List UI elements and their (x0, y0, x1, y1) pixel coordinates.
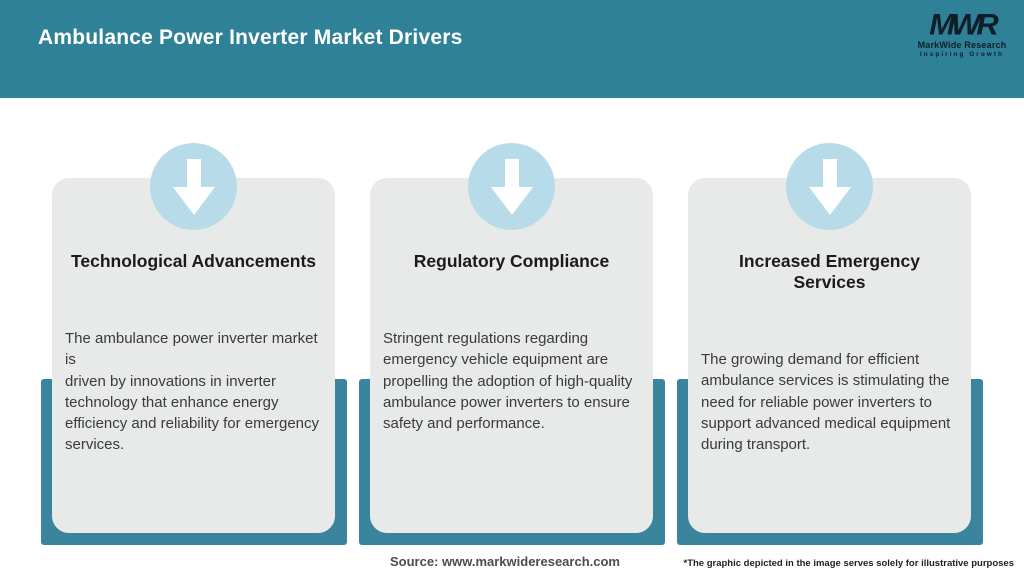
driver-card-increased-emergency-services: Increased Emergency Services The growing… (688, 178, 971, 533)
disclaimer-text: *The graphic depicted in the image serve… (683, 558, 1015, 569)
header-bar: Ambulance Power Inverter Market Drivers … (0, 0, 1024, 98)
down-arrow-glyph (490, 158, 533, 215)
logo-tagline: Inspiring Growth (920, 51, 1004, 58)
mwr-monogram-icon: MWR (929, 7, 998, 42)
card-title: Regulatory Compliance (413, 251, 610, 271)
logo-name: MarkWide Research (917, 40, 1007, 50)
markwide-logo: MWR MarkWide Research Inspiring Growth (912, 7, 1012, 58)
page-title: Ambulance Power Inverter Market Drivers (38, 26, 463, 49)
driver-card-regulatory-compliance: Regulatory Compliance Stringent regulati… (370, 178, 653, 533)
down-arrow-glyph (172, 158, 215, 215)
down-arrow-icon (468, 143, 555, 230)
source-text: Source: www.markwideresearch.com (389, 554, 620, 569)
card-body: The growing demand for efficient ambulan… (701, 351, 951, 454)
driver-card-technological-advancements: Technological Advancements The ambulance… (52, 178, 335, 533)
card-title: Increased Emergency Services (739, 251, 920, 292)
down-arrow-icon (150, 143, 237, 230)
card-body: Stringent regulations regarding emergenc… (383, 330, 633, 433)
card-body: The ambulance power inverter market is d… (65, 330, 320, 454)
card-title: Technological Advancements (70, 251, 317, 271)
down-arrow-icon (786, 143, 873, 230)
down-arrow-glyph (808, 158, 851, 215)
